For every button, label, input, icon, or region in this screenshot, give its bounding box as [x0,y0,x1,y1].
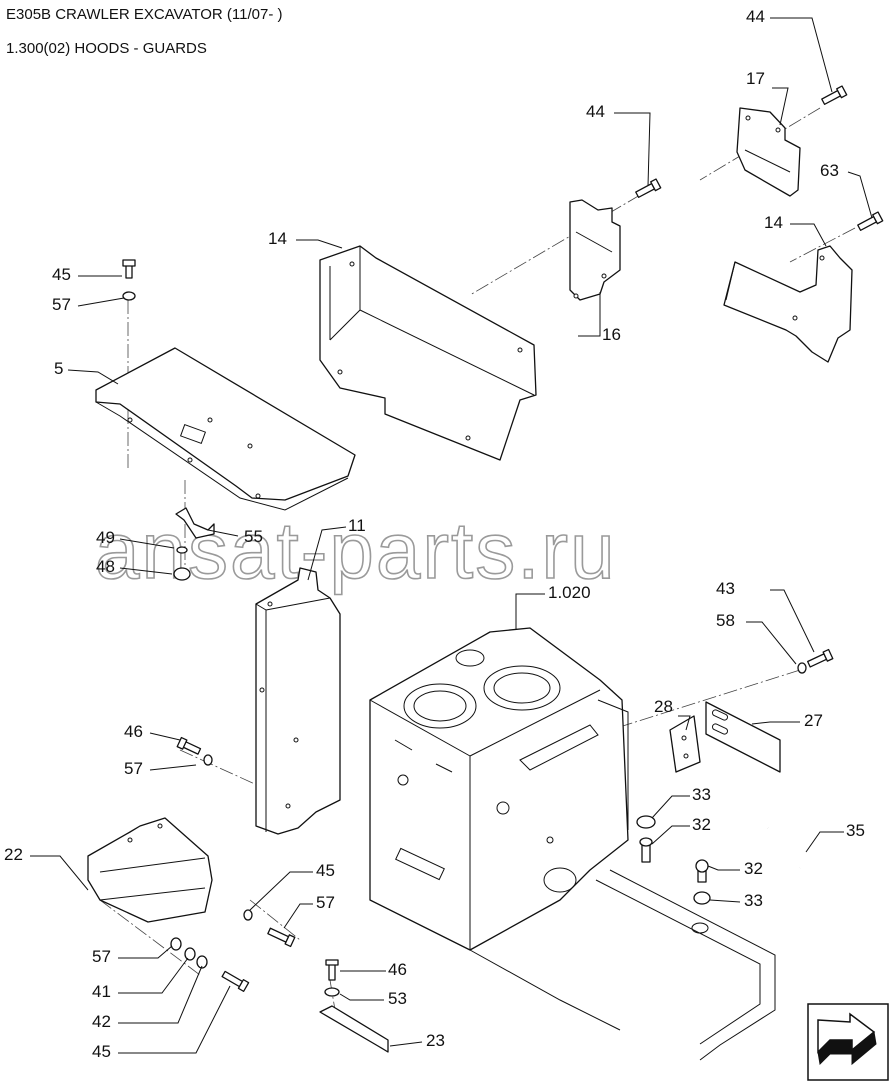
bolt-32-top [639,837,653,863]
washer-57-top [122,291,136,301]
hardware-fasteners [122,85,884,997]
bolt-44-top [821,85,848,105]
callout-44: 44 [746,7,765,26]
washer-53 [324,987,340,997]
callout-57: 57 [124,759,143,778]
callout-14: 14 [268,229,287,248]
bolt-63 [857,211,884,231]
bolt-32-bottom [695,859,709,883]
callout-41: 41 [92,982,111,1001]
washer-57-bottom [170,937,182,951]
bolt-44-mid [635,178,662,198]
leader-lines [30,17,873,1054]
callout-11: 11 [348,516,366,535]
part-5-top-plate[interactable] [95,347,356,511]
callout-5: 5 [54,359,63,378]
nut-33-bottom [693,891,711,905]
callout-33: 33 [744,891,763,910]
callout-43: 43 [716,579,735,598]
callout-14: 14 [764,213,783,232]
callout-labels: 44 17 44 63 14 14 45 57 16 5 49 55 11 48… [4,7,865,1061]
callout-49: 49 [96,528,115,547]
callout-45: 45 [316,861,335,880]
callout-32: 32 [692,815,711,834]
part-35-handle[interactable] [767,826,810,870]
callout-53: 53 [388,989,407,1008]
washer-41 [184,947,196,961]
callout-1020: 1.020 [548,583,591,602]
page-title: E305B CRAWLER EXCAVATOR (11/07- ) [6,6,283,23]
part-16-bracket[interactable] [569,199,621,301]
bolt-46-left [176,736,202,755]
floor-frame-outline [469,869,776,1061]
part-55-clip[interactable] [175,507,215,539]
next-page-arrow-icon[interactable] [807,1003,889,1081]
callout-28: 28 [654,697,673,716]
callout-35: 35 [846,821,865,840]
callout-42: 42 [92,1012,111,1031]
washer-58 [797,662,807,674]
nut-48 [173,567,191,581]
nut-33-top [636,815,656,829]
part-27-plate[interactable] [705,701,781,773]
bolt-45-top [122,259,136,279]
part-22-side-guard[interactable] [87,817,213,923]
callout-23: 23 [426,1031,445,1050]
callout-33: 33 [692,785,711,804]
washer-42 [196,955,208,969]
callout-57: 57 [316,893,335,912]
part-14-large-guard[interactable] [319,245,537,461]
callout-32: 32 [744,859,763,878]
washer-57-left [203,754,213,766]
bolt-45-bottom [221,970,250,992]
callout-17: 17 [746,69,765,88]
part-11-vertical-panel[interactable] [255,567,341,835]
bolt-43 [807,648,834,668]
part-17-bracket[interactable] [736,107,801,197]
callout-55: 55 [244,527,263,546]
callout-48: 48 [96,557,115,576]
callout-22: 22 [4,845,23,864]
callout-45: 45 [52,265,71,284]
callout-45: 45 [92,1042,111,1061]
callout-57: 57 [92,947,111,966]
part-23-strip[interactable] [319,1005,389,1053]
callout-44: 44 [586,102,605,121]
part-14-right-guard[interactable] [723,245,853,363]
callout-63: 63 [820,161,839,180]
part-28-plate[interactable] [669,715,701,773]
section-title: 1.300(02) HOODS - GUARDS [6,40,207,57]
washer-49 [176,546,188,554]
part-1020-main-frame[interactable] [369,627,629,951]
callout-58: 58 [716,611,735,630]
callout-27: 27 [804,711,823,730]
callout-57: 57 [52,295,71,314]
bolt-46-bottom [325,959,339,981]
bolt-57-mid [267,927,296,948]
callout-16: 16 [602,325,621,344]
callout-46: 46 [124,722,143,741]
callout-46: 46 [388,960,407,979]
washer-45-mid [243,909,253,921]
